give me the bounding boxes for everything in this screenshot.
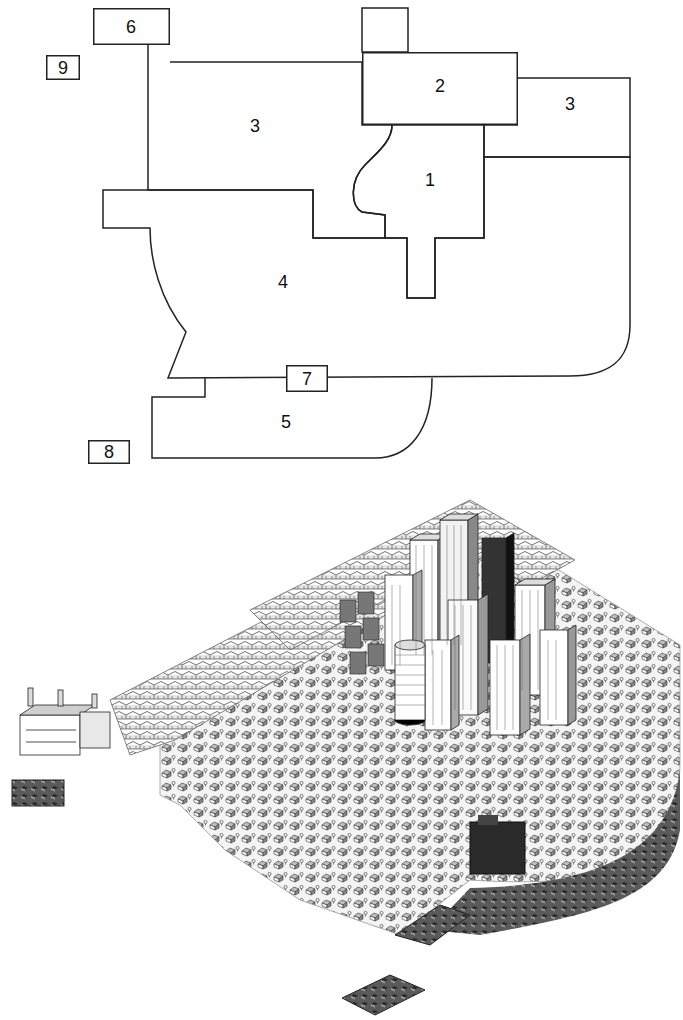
region-number: 5 (281, 413, 291, 431)
region-number: 7 (302, 370, 312, 388)
region-number: 9 (58, 59, 68, 77)
region-box: 6 (93, 8, 170, 45)
region-number: 3 (565, 95, 575, 113)
region-box: 9 (46, 55, 80, 80)
map-region: 1 (350, 125, 484, 298)
region-number: 1 (425, 171, 435, 189)
region-outline (148, 62, 385, 238)
region-number: 8 (104, 443, 114, 461)
region-box: 2 (362, 52, 518, 125)
region-outline (350, 125, 484, 298)
region-number: 6 (126, 18, 136, 36)
region-box: 8 (88, 440, 130, 464)
map-region: 3 (484, 78, 630, 157)
callout-box: 7 (286, 365, 328, 392)
map-region: 4 (103, 157, 630, 378)
region-outline (484, 78, 630, 157)
map-region: 3 (148, 62, 385, 238)
region-outline (103, 157, 630, 378)
region-number: 3 (250, 117, 260, 135)
region-number: 4 (278, 273, 288, 291)
region-number: 2 (435, 77, 445, 95)
